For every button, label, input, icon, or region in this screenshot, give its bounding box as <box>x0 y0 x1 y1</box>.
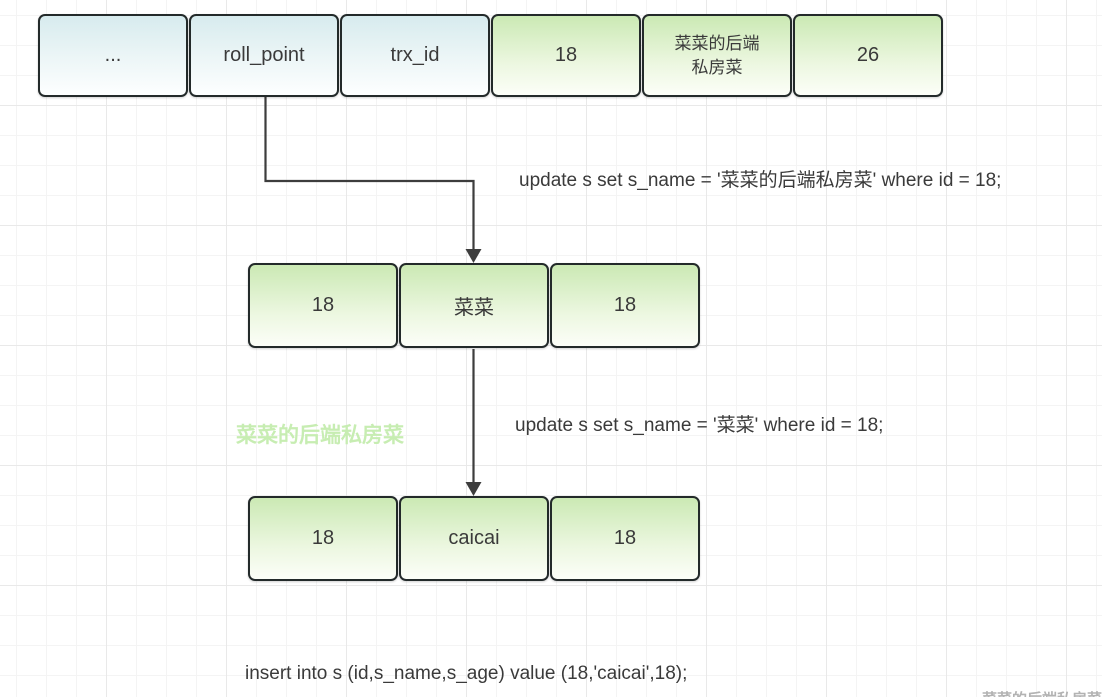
cell-ellipsis: ... <box>38 14 188 97</box>
v2-cell-name-label: caicai <box>448 527 500 549</box>
cell-trx-id-label: trx_id <box>390 44 440 66</box>
cell-roll-point: roll_point <box>189 14 339 97</box>
sql-insert-statement: insert into s (id,s_name,s_age) value (1… <box>245 663 688 684</box>
record-row-current: ... roll_point trx_id 18 菜菜的后端私房菜 26 <box>38 14 943 97</box>
cell-name-value: 菜菜的后端私房菜 <box>642 14 792 97</box>
arrow-version1-to-version2 <box>465 349 482 496</box>
v1-cell-age-label: 18 <box>613 294 637 316</box>
cell-id-value-label: 18 <box>554 44 578 66</box>
v2-cell-age-label: 18 <box>613 527 637 549</box>
cell-trx-value-label: 26 <box>856 44 880 66</box>
sql-update-statement-2: update s set s_name = '菜菜' where id = 18… <box>515 415 884 436</box>
cell-trx-id: trx_id <box>340 14 490 97</box>
v2-cell-age: 18 <box>550 496 700 581</box>
arrow-rollpoint-to-version1 <box>264 97 482 263</box>
record-row-version1: 18 菜菜 18 <box>248 263 700 348</box>
v1-cell-name: 菜菜 <box>399 263 549 348</box>
v2-cell-id-label: 18 <box>311 527 335 549</box>
watermark-text: 菜菜的后端私房菜 <box>236 424 404 447</box>
v1-cell-id-label: 18 <box>311 294 335 316</box>
v1-cell-id: 18 <box>248 263 398 348</box>
cell-trx-value: 26 <box>793 14 943 97</box>
cell-id-value: 18 <box>491 14 641 97</box>
v1-cell-name-label: 菜菜 <box>454 297 494 319</box>
v2-cell-name: caicai <box>399 496 549 581</box>
cell-name-value-label: 菜菜的后端私房菜 <box>674 33 760 77</box>
sql-update-statement-1: update s set s_name = '菜菜的后端私房菜' where i… <box>519 170 1002 191</box>
v1-cell-age: 18 <box>550 263 700 348</box>
cell-roll-point-label: roll_point <box>223 44 305 66</box>
v2-cell-id: 18 <box>248 496 398 581</box>
cell-ellipsis-label: ... <box>104 44 122 66</box>
record-row-version2: 18 caicai 18 <box>248 496 700 581</box>
watermark-text-bottom-clipped: 菜菜的后端私房菜 <box>982 688 1102 697</box>
